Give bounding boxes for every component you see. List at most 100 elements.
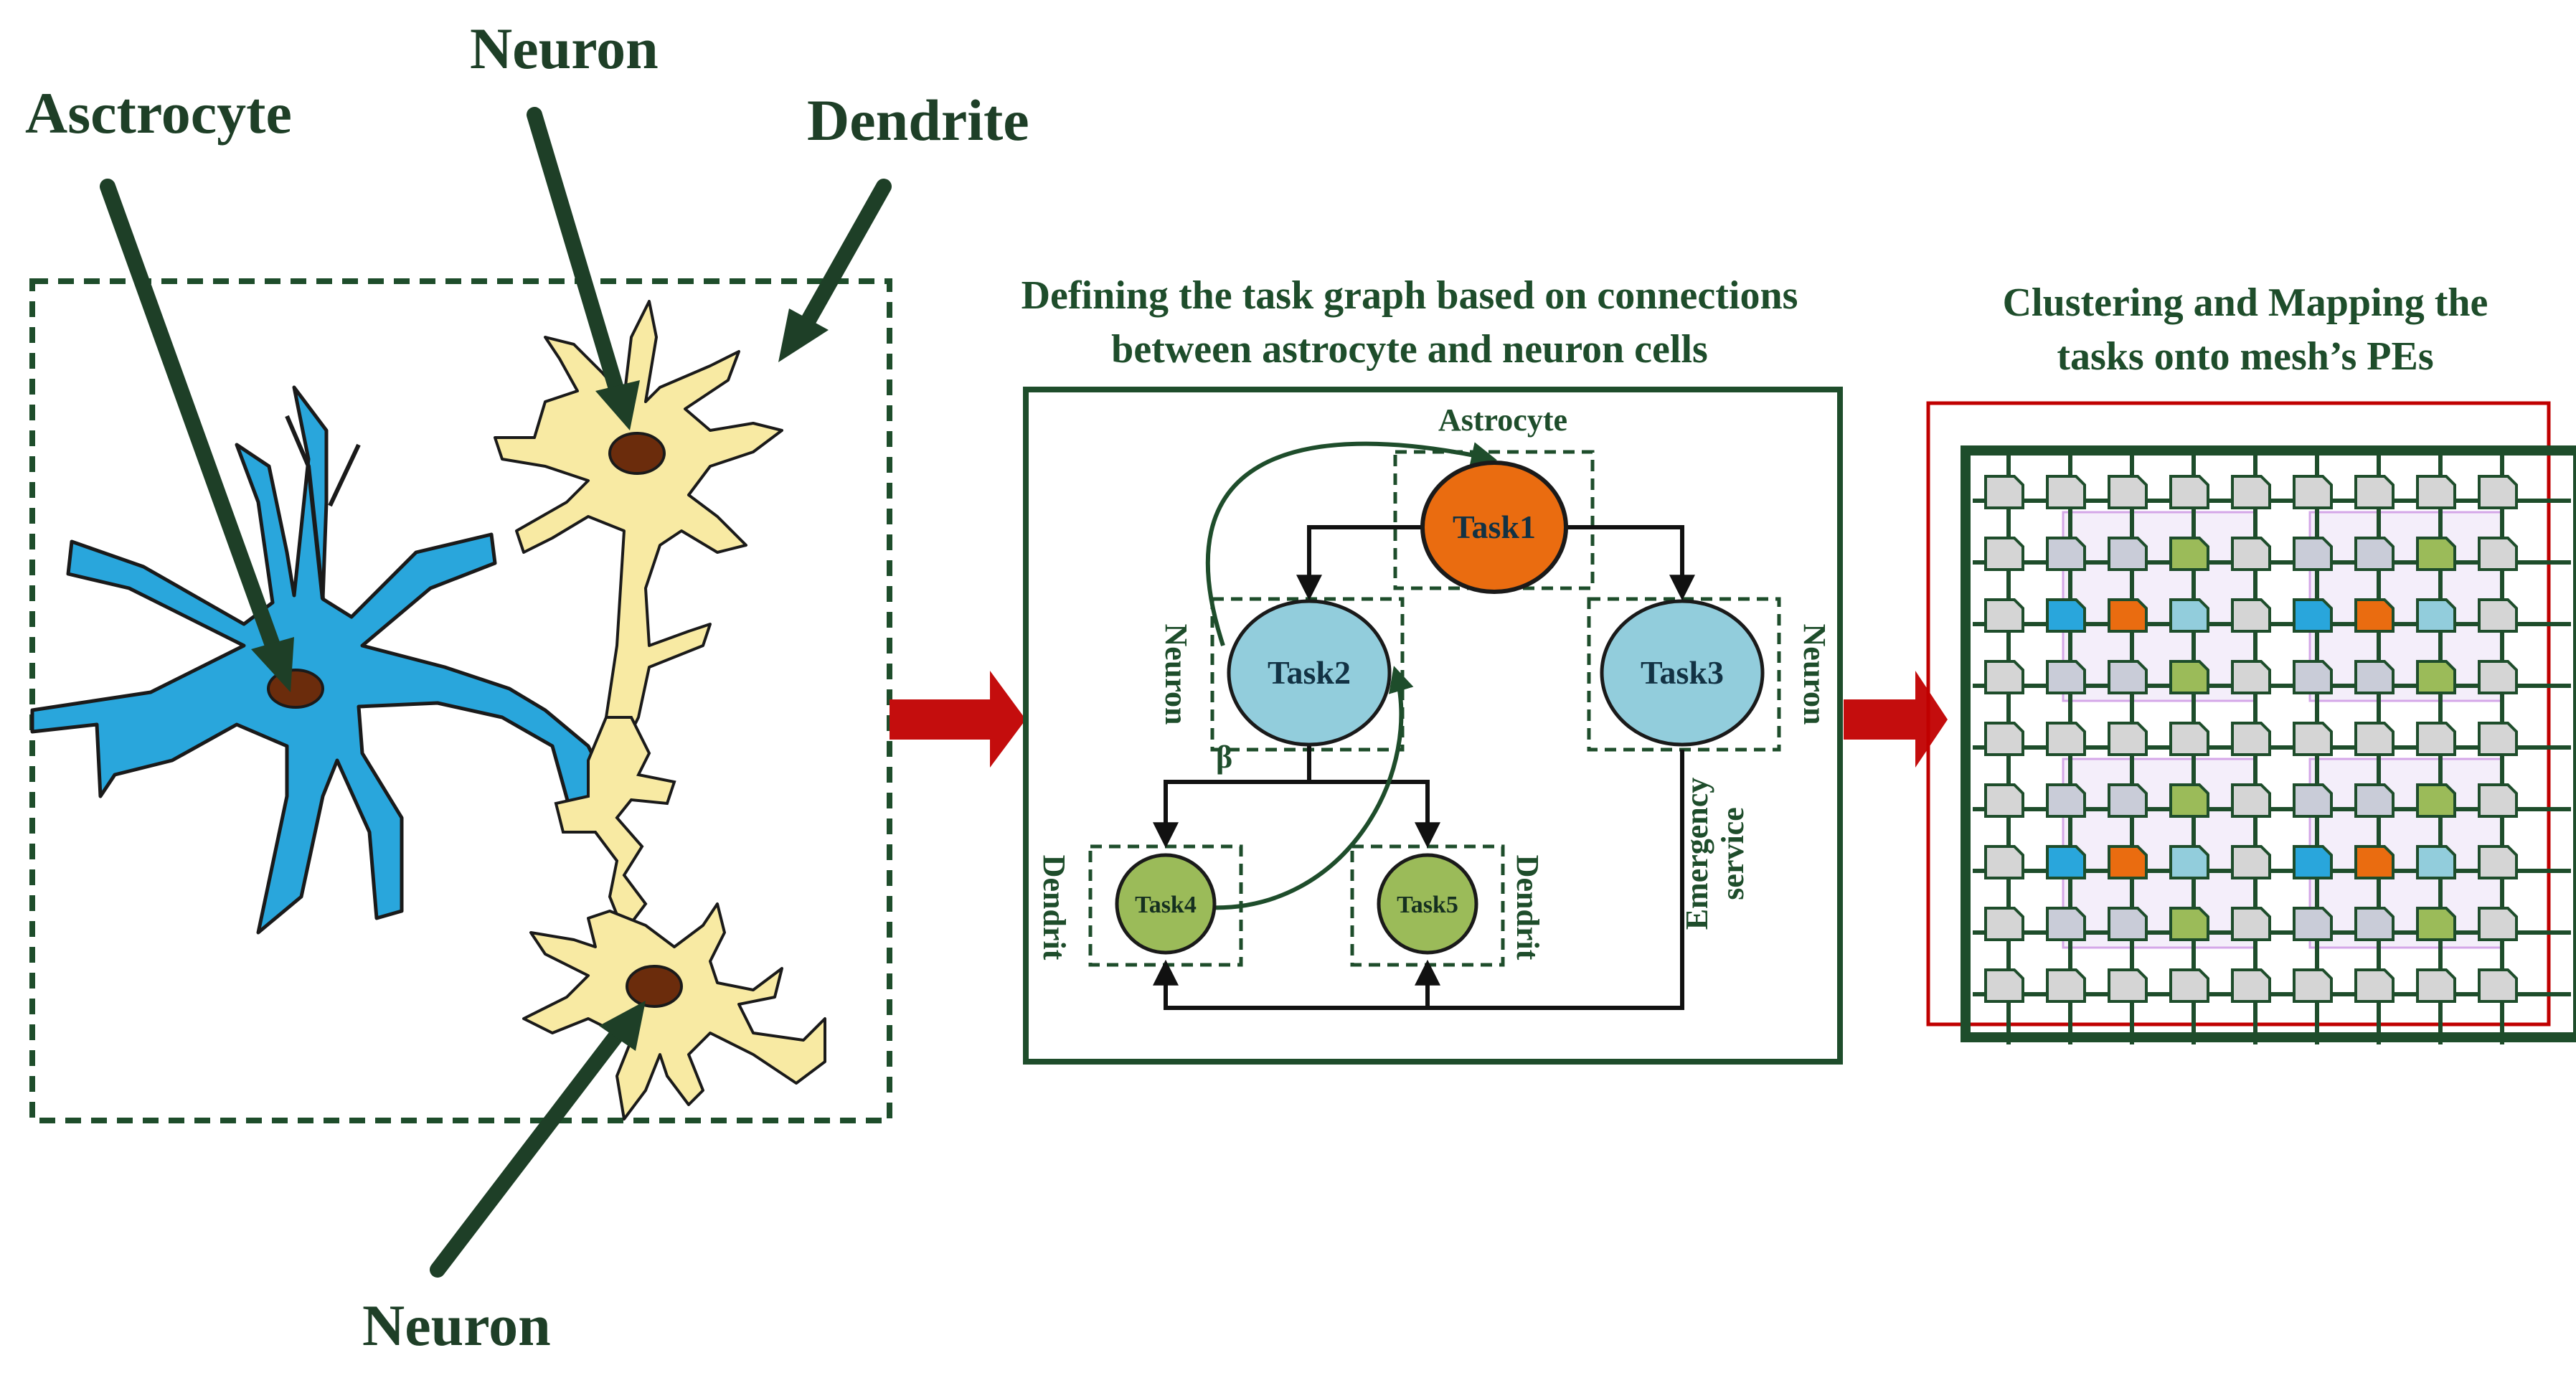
processing-element: [2108, 783, 2148, 818]
region-label-dendrite-right: Dendrit: [1510, 855, 1545, 961]
label-dendrite: Dendrite: [807, 88, 1029, 153]
task2-node: Task2: [1227, 599, 1392, 747]
mesh-grid: [1961, 445, 2576, 1044]
mesh-frame: [1961, 445, 2576, 1042]
processing-element: [2293, 783, 2333, 818]
processing-element: [2354, 722, 2395, 756]
mesh-title-line1: Clustering and Mapping the: [2003, 280, 2488, 325]
region-label-emergency: Emergency: [1679, 778, 1714, 930]
task-curved-edges: [1204, 441, 1498, 910]
processing-element: [1984, 845, 2024, 879]
processing-element: [2169, 783, 2209, 818]
processing-element: [2046, 907, 2086, 941]
task5-node: Task5: [1377, 853, 1478, 955]
processing-element: [2416, 598, 2456, 633]
processing-element: [2478, 845, 2518, 879]
processing-element: [2046, 660, 2086, 694]
processing-element: [1984, 968, 2024, 1003]
processing-element: [2416, 845, 2456, 879]
processing-element: [2169, 968, 2209, 1003]
processing-element: [1984, 722, 2024, 756]
label-neuron-top: Neuron: [470, 16, 659, 81]
edge-task3-emergency: [1153, 750, 1684, 1010]
neuron-bottom-cell: [522, 902, 826, 1120]
task-graph-frame: [1023, 387, 1843, 1065]
task-edges: [1153, 525, 1695, 1010]
region-label-service: service: [1715, 807, 1750, 900]
dendrite-callout-head: [778, 308, 829, 362]
processing-element: [2354, 907, 2395, 941]
neuron-bottom-nucleus: [626, 965, 683, 1008]
neuron-top-callout-line: [527, 107, 625, 399]
axon-synapse: [554, 716, 676, 936]
processing-element: [2231, 907, 2271, 941]
cluster-4: [2308, 758, 2504, 949]
processing-element: [2231, 475, 2271, 509]
processing-element: [2046, 722, 2086, 756]
task2-label: Task2: [1268, 654, 1351, 691]
processing-element: [1984, 598, 2024, 633]
processing-element: [2354, 968, 2395, 1003]
neuron-bottom-callout-head: [599, 1001, 646, 1051]
label-neuron-bottom: Neuron: [362, 1293, 551, 1358]
processing-element: [2478, 475, 2518, 509]
processing-element: [2478, 783, 2518, 818]
dendrite-callout-line: [799, 179, 892, 331]
processing-element: [2231, 537, 2271, 571]
processing-element: [2354, 537, 2395, 571]
processing-element: [2231, 783, 2271, 818]
processing-element: [2108, 475, 2148, 509]
processing-element: [2169, 537, 2209, 571]
processing-element: [2416, 537, 2456, 571]
processing-element: [1984, 783, 2024, 818]
astrocyte-cell: [30, 385, 619, 935]
processing-element: [2416, 783, 2456, 818]
task-graph-title-line2: between astrocyte and neuron cells: [1111, 327, 1708, 372]
mesh-outline: [1926, 401, 2551, 1027]
region-label-beta: β: [1216, 740, 1232, 775]
processing-element: [2293, 722, 2333, 756]
callout-arrows: [100, 107, 892, 1278]
flow-arrow-2: [1844, 671, 1948, 768]
region-label-neuron-right: Neuron: [1797, 624, 1832, 725]
region-label-neuron-left: Neuron: [1159, 624, 1194, 725]
task-graph-title-line1: Defining the task graph based on connect…: [1022, 273, 1798, 318]
task1-node: Task1: [1420, 461, 1568, 594]
task5-label: Task5: [1397, 892, 1458, 918]
cluster-3: [2062, 758, 2257, 949]
neuron-top-cell: [494, 300, 783, 747]
processing-element: [2046, 598, 2086, 633]
processing-element: [2169, 845, 2209, 879]
processing-element: [2046, 845, 2086, 879]
processing-element: [2416, 968, 2456, 1003]
curve-task2-task1: [1205, 441, 1498, 646]
neuron-top-nucleus: [608, 432, 666, 475]
processing-element: [2293, 475, 2333, 509]
processing-element: [2046, 783, 2086, 818]
processing-element: [2478, 968, 2518, 1003]
processing-element: [2354, 660, 2395, 694]
task1-label: Task1: [1453, 509, 1536, 545]
processing-element: [2046, 537, 2086, 571]
cells-panel: Asctrocyte Neuron Dendrite Neuron: [25, 16, 1029, 1358]
processing-element: [2046, 475, 2086, 509]
neuron-top-callout-head: [595, 380, 640, 430]
mesh-panel: Clustering and Mapping the tasks onto me…: [1926, 280, 2576, 1044]
processing-element: [2416, 475, 2456, 509]
processing-element: [1984, 537, 2024, 571]
processing-element: [2108, 660, 2148, 694]
processing-element: [2293, 968, 2333, 1003]
astrocyte-callout-head: [251, 637, 294, 692]
processing-element: [2231, 598, 2271, 633]
processing-element: [2478, 660, 2518, 694]
processing-element: [2046, 968, 2086, 1003]
processing-element: [1984, 475, 2024, 509]
processing-element: [2169, 907, 2209, 941]
processing-element: [2478, 907, 2518, 941]
processing-element: [2231, 722, 2271, 756]
processing-element: [2293, 537, 2333, 571]
edge-task2-task5: [1309, 780, 1440, 849]
processing-element: [2231, 845, 2271, 879]
processing-element: [2231, 660, 2271, 694]
